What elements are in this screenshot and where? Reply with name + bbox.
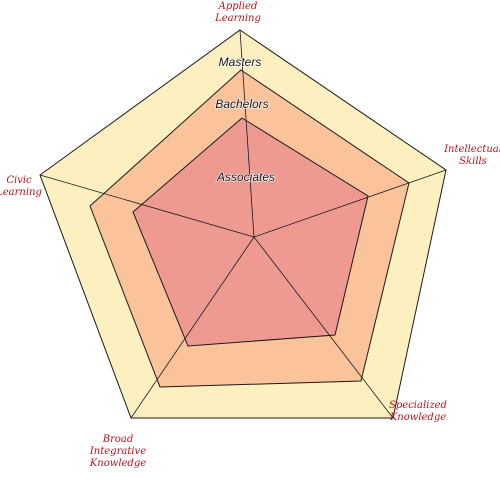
level-label-masters: Masters: [219, 55, 262, 69]
ring-associates: [132, 117, 369, 347]
axis-spoke-3: [253, 236, 394, 419]
axis-spoke-5: [39, 174, 255, 238]
axis-spoke-1: [239, 29, 255, 238]
level-label-associates: Associates: [216, 170, 275, 184]
axis-spoke-4: [130, 236, 255, 419]
axis-spokes: [39, 29, 447, 419]
axis-spoke-2: [253, 169, 447, 238]
level-label-bachelors: Bachelors: [215, 97, 268, 111]
level-rings: [39, 29, 447, 419]
